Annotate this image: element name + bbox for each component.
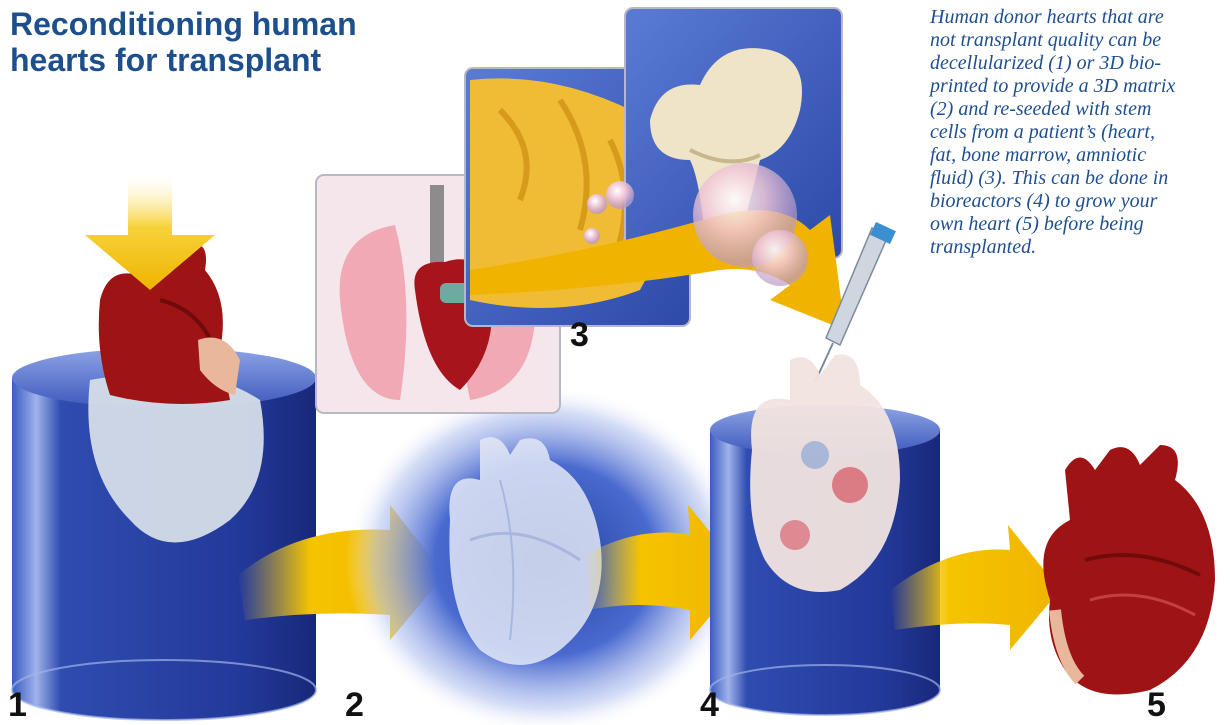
step-1-heart <box>88 244 263 542</box>
step-label-2: 2 <box>345 688 364 722</box>
step-label-3: 3 <box>570 318 589 352</box>
step-5-heart <box>1043 445 1215 695</box>
step-label-5: 5 <box>1147 688 1166 722</box>
step-label-1: 1 <box>8 688 27 722</box>
step-label-4: 4 <box>700 688 719 722</box>
